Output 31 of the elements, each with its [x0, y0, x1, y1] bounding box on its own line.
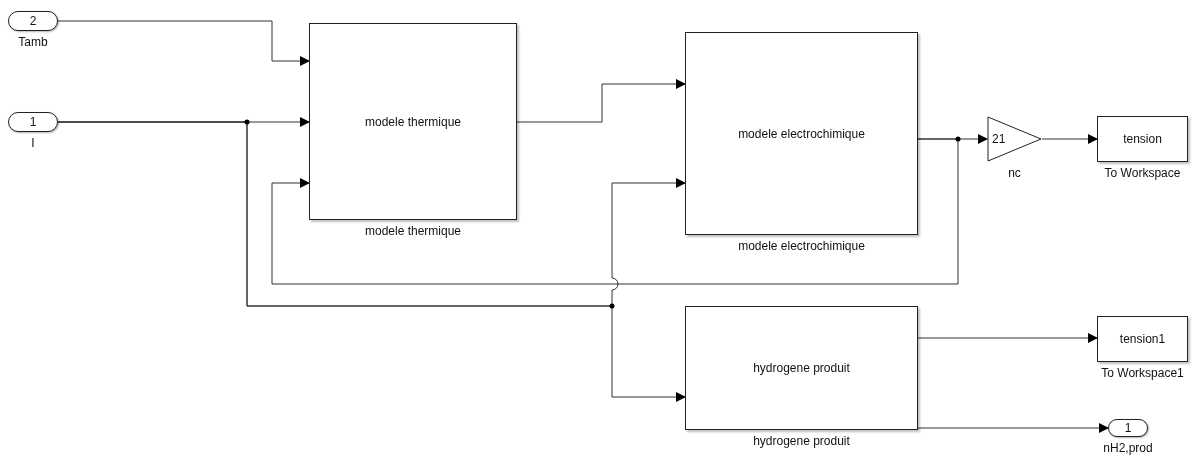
block-label: tension [1123, 132, 1162, 146]
block-caption: hydrogene produit [753, 434, 850, 448]
subsystem-block [685, 32, 918, 235]
subsystem-block [685, 306, 918, 430]
block-label: hydrogene produit [753, 361, 850, 375]
port-block: 1 [8, 112, 58, 132]
signal-arrow [516, 79, 686, 123]
gain-value: 21 [992, 132, 1006, 146]
block-caption: To Workspace1 [1101, 366, 1184, 380]
gain-triangle [987, 116, 1042, 162]
block-caption: Tamb [18, 35, 48, 49]
block-caption: nH2,prod [1103, 441, 1153, 455]
signal-arrow [57, 20, 310, 66]
subsystem-block [309, 23, 517, 220]
block-label: tension1 [1119, 332, 1166, 346]
signal-arrow [271, 138, 959, 285]
block-label: modele electrochimique [738, 126, 865, 141]
signal-arrow [1041, 134, 1098, 144]
block-caption: modele electrochimique [738, 239, 865, 253]
signal-arrow [57, 121, 686, 402]
signal-arrow [917, 333, 1098, 343]
block-caption: To Workspace [1104, 166, 1181, 180]
subsystem-block [1097, 116, 1188, 162]
port-block: 1 [1108, 419, 1148, 437]
block-label: modele thermique [364, 114, 462, 129]
port-block: 2 [8, 11, 58, 31]
subsystem-block [1097, 316, 1188, 362]
block-caption: nc [1008, 166, 1021, 180]
signal-arrow [917, 423, 1109, 433]
block-caption: modele thermique [364, 224, 462, 238]
block-caption: I [31, 136, 35, 150]
